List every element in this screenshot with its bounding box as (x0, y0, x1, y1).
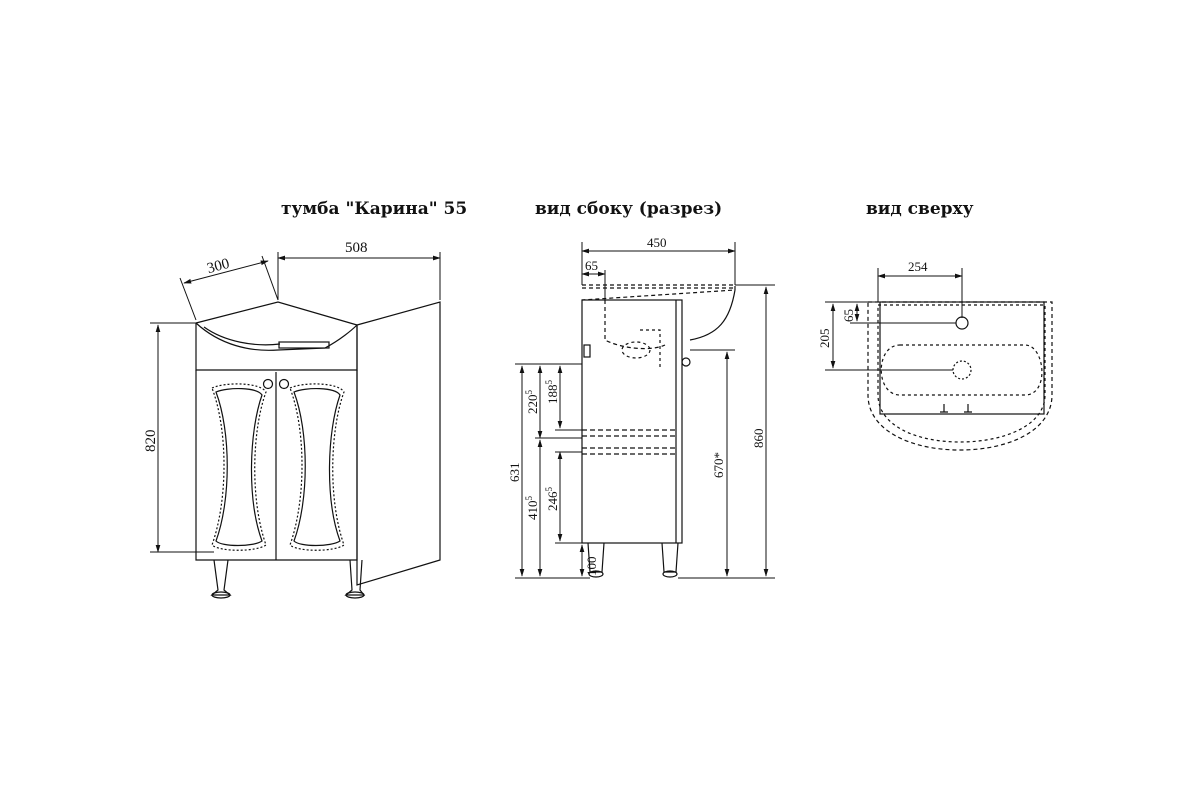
basin-front (195, 323, 358, 371)
side-view-title: вид сбоку (разрез) (535, 199, 723, 219)
top-width-label: 254 (908, 259, 928, 274)
top-leg-left (940, 404, 948, 413)
side-246-label: 2465 (544, 487, 560, 512)
top-dimensions (825, 268, 963, 371)
left-knob (262, 378, 274, 390)
faucet-hole (955, 316, 969, 330)
front-height-label: 820 (143, 430, 159, 453)
front-left-leg (210, 559, 232, 596)
left-door-panel (211, 383, 267, 551)
side-bracket (583, 344, 591, 358)
front-dimensions (150, 252, 441, 553)
top-view (867, 301, 1053, 451)
side-631-label: 631 (507, 463, 522, 483)
side-leg-back (587, 542, 605, 573)
top-drain-offset-label: 205 (817, 329, 832, 349)
side-knob (681, 357, 691, 367)
basin-outline (867, 301, 1053, 451)
right-knob (278, 378, 290, 390)
front-right-leg (344, 559, 366, 596)
top-leg-right (964, 404, 972, 413)
basin-top-edge (195, 301, 358, 326)
top-hole-offset-label: 65 (841, 309, 856, 322)
side-offset-label: 65 (585, 258, 598, 273)
side-670-label: 670* (711, 452, 726, 478)
side-depth-label: 450 (647, 235, 667, 250)
drain-hole (952, 360, 972, 380)
side-leg-front (661, 542, 679, 573)
side-view (581, 284, 736, 578)
front-depth-label: 300 (205, 256, 231, 277)
cabinet-top-rect (879, 301, 1045, 415)
front-view (195, 301, 441, 599)
bowl-outline (880, 344, 1043, 396)
top-view-title: вид сверху (866, 199, 974, 219)
side-410-label: 4105 (524, 496, 540, 521)
side-220-label: 2205 (524, 390, 540, 415)
side-legs-label: 100 (584, 557, 599, 577)
front-view-title: тумба "Карина" 55 (281, 199, 468, 219)
right-door-panel (289, 383, 345, 551)
side-188-label: 1885 (544, 380, 560, 405)
front-width-label: 508 (345, 240, 368, 256)
side-total-height-label: 860 (751, 429, 766, 449)
side-dimensions (515, 242, 775, 579)
side-cabinet-body (581, 299, 683, 544)
cabinet-side-panel (356, 301, 441, 586)
